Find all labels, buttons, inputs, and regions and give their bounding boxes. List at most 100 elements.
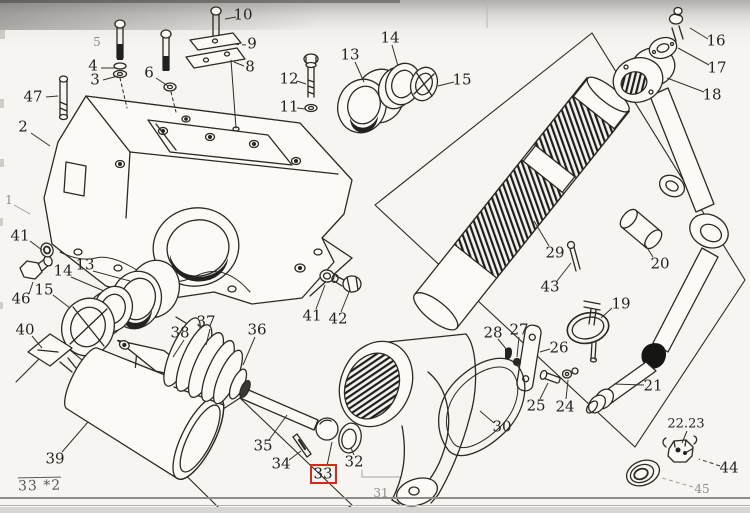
part-label-39: 39 — [45, 449, 65, 468]
part-label-10: 10 — [233, 5, 253, 24]
leader-line-9 — [232, 43, 247, 46]
part-label-26: 26 — [549, 338, 569, 357]
leader-line-18 — [666, 77, 705, 93]
leader-line-46 — [28, 281, 34, 295]
leader-line-41 — [29, 240, 43, 251]
leader-line-12 — [296, 80, 307, 85]
scan-smudges — [0, 30, 5, 309]
part-label-21: 21 — [643, 376, 663, 395]
part-label-15: 15 — [34, 280, 54, 299]
part-label-43: 43 — [540, 277, 560, 296]
leader-line-1 — [13, 204, 31, 215]
part-label-38: 38 — [170, 323, 190, 342]
highlight-box-33 — [310, 464, 337, 484]
part-label-37: 37 — [196, 312, 216, 331]
part-label-3: 3 — [90, 70, 100, 89]
leader-line-14 — [70, 276, 105, 292]
leader-line-13 — [92, 270, 131, 282]
leader-line-47 — [45, 95, 59, 98]
leader-line-42 — [340, 291, 350, 313]
part-label-24: 24 — [555, 397, 575, 416]
part-label-12: 12 — [279, 69, 299, 88]
leader-line-34 — [288, 450, 302, 461]
leader-line-19 — [600, 307, 613, 319]
seal-set-top-drawing — [337, 62, 439, 134]
label-31-tick — [361, 469, 401, 478]
page-note: 33 *2 — [17, 477, 62, 495]
part-label-11: 11 — [279, 97, 299, 116]
leader-line-44 — [698, 458, 721, 467]
leader-line-14 — [391, 44, 399, 67]
piston-assembly-drawing — [163, 316, 362, 458]
part-label-47: 47 — [23, 87, 43, 106]
leader-line-32 — [350, 447, 355, 456]
leader-line-35 — [268, 414, 288, 441]
leader-line-26 — [539, 348, 551, 353]
part-label-1: 1 — [5, 193, 13, 207]
part-label-25: 25 — [526, 396, 546, 415]
part-label-19: 19 — [611, 294, 631, 313]
part-label-15: 15 — [452, 70, 472, 89]
part-2-cover-drawing — [43, 95, 353, 305]
part-label-41: 41 — [10, 226, 30, 245]
part-label-31: 31 — [373, 486, 389, 500]
part-label-45: 45 — [694, 482, 710, 496]
part-label-20: 20 — [650, 254, 670, 273]
part-label-13: 13 — [75, 255, 95, 274]
part-label-4: 4 — [88, 56, 98, 75]
leader-line-15 — [52, 294, 71, 309]
leader-line-27 — [516, 336, 520, 358]
part-label-8: 8 — [245, 57, 255, 76]
part-42-bolt-drawing — [319, 269, 362, 293]
leader-line-24 — [565, 379, 569, 400]
part-31-fork-drawing — [338, 333, 477, 507]
part-label-44: 44 — [719, 458, 739, 477]
top-fasteners-drawing — [58, 6, 319, 132]
part-label-9: 9 — [247, 34, 257, 53]
leader-line-11 — [296, 107, 306, 110]
part-label-5: 5 — [93, 35, 101, 49]
leader-line-8 — [233, 61, 245, 67]
part-label-18: 18 — [702, 85, 722, 104]
part-label-34: 34 — [271, 454, 291, 473]
leader-line-45 — [661, 477, 694, 488]
part-label-46: 46 — [11, 289, 31, 308]
part-label-36: 36 — [247, 320, 267, 339]
lever-assembly-drawing — [585, 6, 729, 414]
small-parts-right-drawing — [505, 324, 698, 487]
part-19-ring-pin-drawing — [566, 240, 610, 363]
part-label-35: 35 — [253, 436, 273, 455]
part-label-27: 27 — [509, 320, 529, 339]
part-label-41: 41 — [302, 306, 322, 325]
leader-line-21 — [613, 383, 645, 386]
part-label-6: 6 — [144, 63, 154, 82]
part-label-2: 2 — [18, 117, 28, 136]
leader-line-29 — [533, 220, 550, 247]
part-29-splined-shaft-drawing — [413, 76, 630, 331]
leader-line-30 — [479, 410, 495, 424]
leader-line-28 — [497, 338, 508, 351]
leader-line-38 — [172, 339, 185, 358]
leader-line-39 — [61, 421, 89, 453]
part-label-14: 14 — [53, 261, 73, 280]
part-label-32: 32 — [344, 452, 364, 471]
leader-line-3 — [102, 75, 119, 81]
leader-line-36 — [242, 336, 256, 366]
part-label-29: 29 — [545, 243, 565, 262]
leader-line-22-23 — [681, 430, 688, 444]
leader-line-20 — [643, 242, 654, 258]
leader-line-25 — [539, 382, 549, 400]
leader-line-41 — [315, 284, 326, 310]
leader-line-37 — [205, 328, 211, 346]
part-label-22-23: 22.23 — [667, 416, 705, 432]
leader-line-10 — [224, 16, 237, 20]
part-label-40: 40 — [15, 320, 35, 339]
leader-line-13 — [354, 61, 365, 83]
leader-line-43 — [556, 262, 572, 282]
part-label-28: 28 — [483, 323, 503, 342]
leader-line-15 — [437, 81, 455, 87]
part-label-14: 14 — [380, 28, 400, 47]
leader-line-6 — [155, 77, 169, 87]
